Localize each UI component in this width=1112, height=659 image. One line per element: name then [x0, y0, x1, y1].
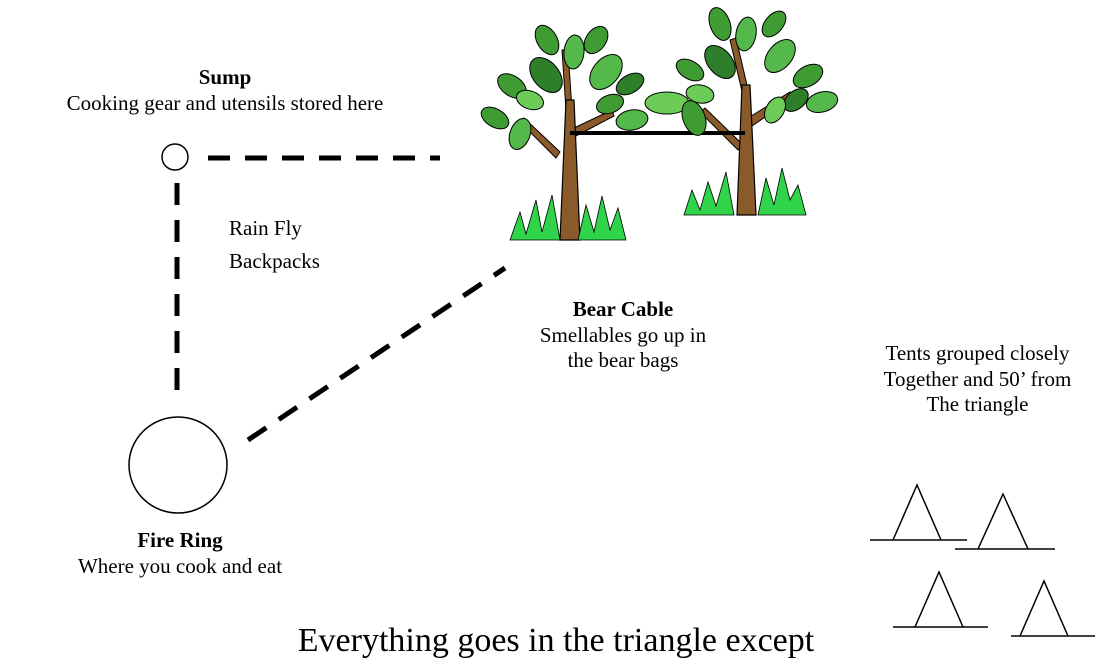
bear-cable-label: Bear Cable Smellables go up in the bear …: [513, 297, 733, 374]
sump-title: Sump: [198, 65, 252, 89]
tents: [870, 483, 1095, 637]
tents-desc-line-2: Together and 50’ from: [883, 366, 1072, 391]
fire-ring-description: Where you cook and eat: [77, 553, 283, 578]
fire-ring-label: Fire Ring Where you cook and eat: [20, 528, 340, 579]
left-tree-trunk: [559, 99, 581, 241]
fire-ring-title: Fire Ring: [137, 528, 223, 552]
sump-description: Cooking gear and utensils stored here: [66, 90, 384, 115]
tents-label: Tents grouped closely Together and 50’ f…: [845, 341, 1110, 418]
sump-label: Sump Cooking gear and utensils stored he…: [0, 65, 450, 116]
tent: [955, 492, 1055, 550]
tents-desc-line-3: The triangle: [926, 392, 1029, 417]
tent: [893, 570, 988, 628]
bear-cable-desc-line-2: the bear bags: [567, 348, 679, 373]
tent: [1011, 579, 1095, 637]
fire-to-cable-dash: [246, 265, 507, 443]
bear-cable-title: Bear Cable: [572, 297, 674, 321]
bear-cable-desc-line-1: Smellables go up in: [539, 322, 707, 347]
bear-cable-trees: [480, 7, 839, 241]
fire-ring-circle: [128, 416, 228, 514]
campsite-diagram: [128, 7, 1095, 637]
rain-fly-label: Rain Fly: [229, 216, 302, 240]
right-tree-trunk: [736, 84, 757, 216]
triangle-items: Rain Fly Backpacks: [229, 212, 320, 277]
sump-circle: [161, 143, 189, 171]
footer-caption: Everything goes in the triangle except: [297, 622, 815, 659]
tent: [870, 483, 967, 541]
tents-desc-line-1: Tents grouped closely: [885, 341, 1070, 365]
backpacks-label: Backpacks: [229, 248, 320, 273]
